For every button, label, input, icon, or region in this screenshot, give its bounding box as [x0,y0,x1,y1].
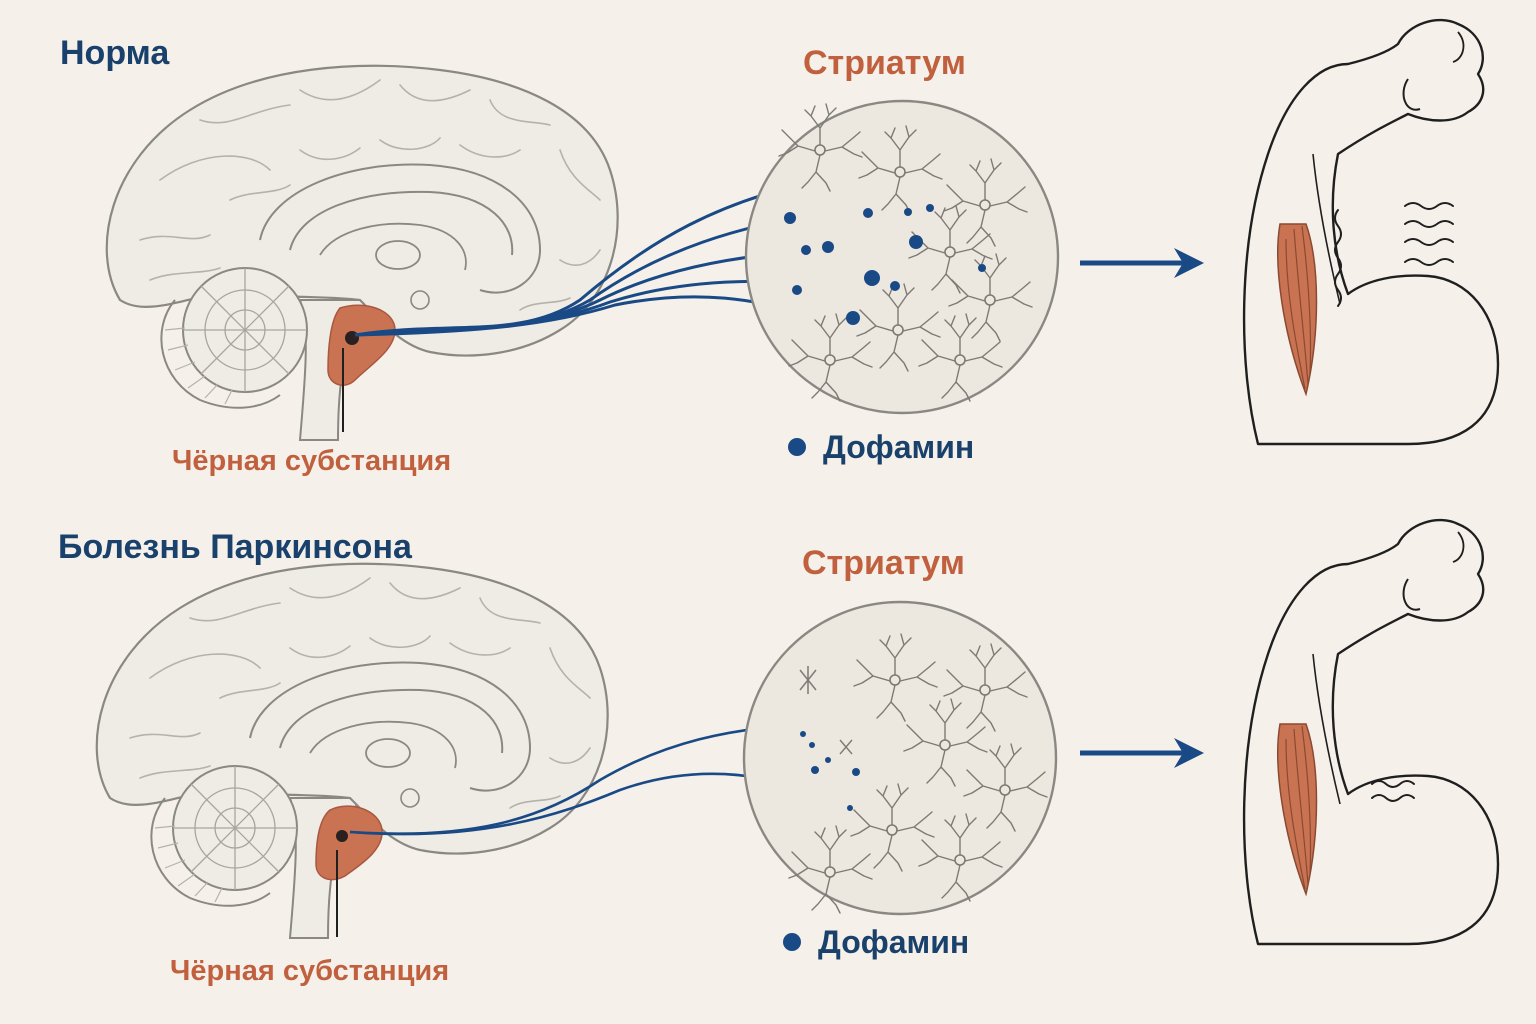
flexed-arm-icon [1242,18,1500,446]
panel-parkinson: Болезнь Паркинсона Чёрная субстанция Стр… [58,518,1500,987]
legend-label: Дофамин [823,429,974,465]
muscle-activity-lines [1371,780,1415,802]
dopamine-dot-icon [788,438,806,456]
substantia-nigra [315,805,383,881]
striatum-circle [742,600,1058,916]
dopamine-dot-icon [783,933,801,951]
substantia-label: Чёрная субстанция [170,955,449,987]
legend-label: Дофамин [818,924,969,960]
striatum-label: Стриатум [803,44,966,82]
striatum-circle [744,99,1060,415]
dopamine-dots [784,204,986,325]
panel-normal: Норма Чёрная субстанция Стриатум [60,18,1500,477]
brain-icon [95,562,609,940]
muscle-activity-lines [1334,202,1454,307]
brain-icon [105,64,619,442]
panel-title: Норма [60,34,170,72]
flexed-arm-icon [1242,518,1500,946]
substantia-label: Чёрная субстанция [172,445,451,477]
substantia-nigra [327,304,396,386]
striatum-label: Стриатум [802,544,965,582]
dopamine-dots [800,731,860,811]
panel-title: Болезнь Паркинсона [58,528,413,566]
